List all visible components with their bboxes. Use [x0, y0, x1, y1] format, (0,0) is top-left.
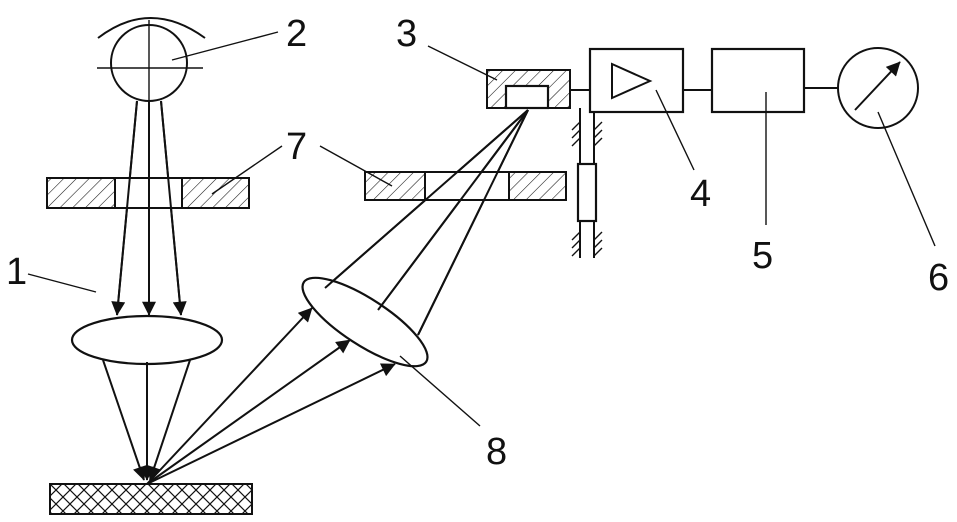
label-1: 1	[6, 251, 27, 293]
scattered-beams	[146, 307, 396, 485]
guide-hatch-top	[571, 121, 603, 147]
label-6: 6	[928, 257, 949, 299]
amplifier	[588, 47, 685, 114]
label-8: 8	[486, 431, 507, 473]
label-4: 4	[690, 173, 711, 215]
movable-filter	[571, 108, 603, 258]
objective-lens	[70, 314, 224, 366]
signal-wires	[570, 87, 838, 91]
processing-unit	[710, 47, 806, 114]
leader-lines	[27, 31, 936, 427]
indicator	[837, 47, 919, 129]
label-7: 7	[286, 126, 307, 168]
collecting-lens	[301, 276, 429, 368]
light-source	[97, 17, 206, 111]
label-5: 5	[752, 235, 773, 277]
focusing-beams	[102, 359, 191, 481]
guide-hatch-bottom	[571, 231, 603, 257]
sample-surface	[49, 483, 253, 515]
aperture-plate-left	[46, 100, 250, 316]
label-3: 3	[396, 13, 417, 55]
photodetector	[486, 69, 571, 110]
label-2: 2	[286, 13, 307, 55]
